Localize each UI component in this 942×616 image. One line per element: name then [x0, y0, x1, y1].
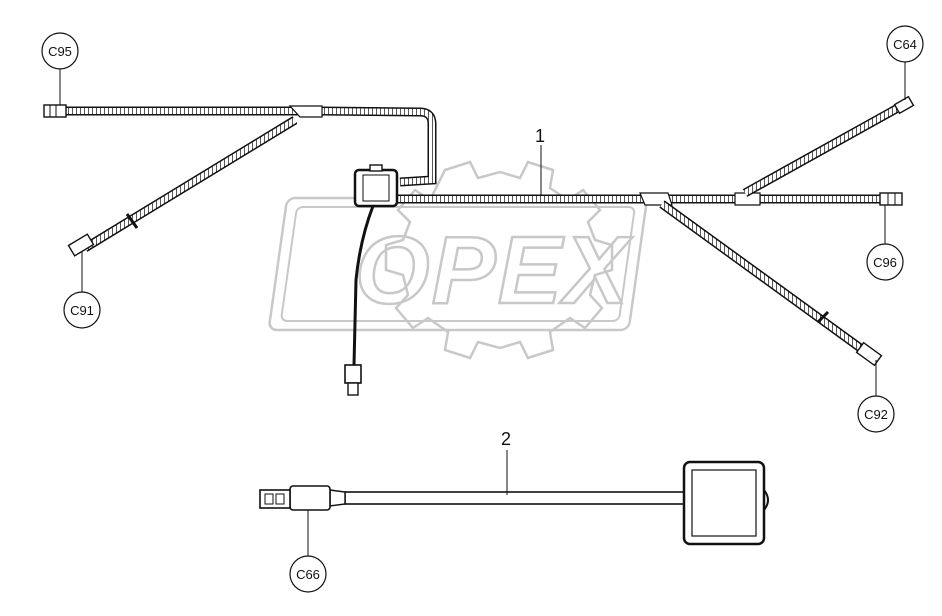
watermark: OPEX [268, 160, 648, 360]
c96-label: C96 [873, 255, 897, 270]
watermark-text: OPEX [355, 217, 633, 324]
callout-1: 1 [535, 126, 545, 196]
connector-label-c66: C66 [289, 510, 327, 593]
callout-2-number: 2 [501, 429, 511, 449]
c91-label: C91 [70, 303, 94, 318]
connector-label-c91: C91 [63, 251, 101, 329]
harness-2: 2 [259, 429, 769, 546]
c92-label: C92 [864, 407, 888, 422]
connector-label-c96: C96 [866, 205, 904, 281]
c95-label: C95 [48, 44, 72, 59]
c64-label: C64 [893, 37, 917, 52]
c66-label: C66 [296, 567, 320, 582]
connector-label-c92: C92 [857, 360, 895, 433]
harness-1 [43, 95, 915, 396]
connector-label-c64: C64 [886, 25, 924, 100]
callout-1-number: 1 [535, 126, 545, 146]
connector-label-c95: C95 [41, 32, 79, 105]
